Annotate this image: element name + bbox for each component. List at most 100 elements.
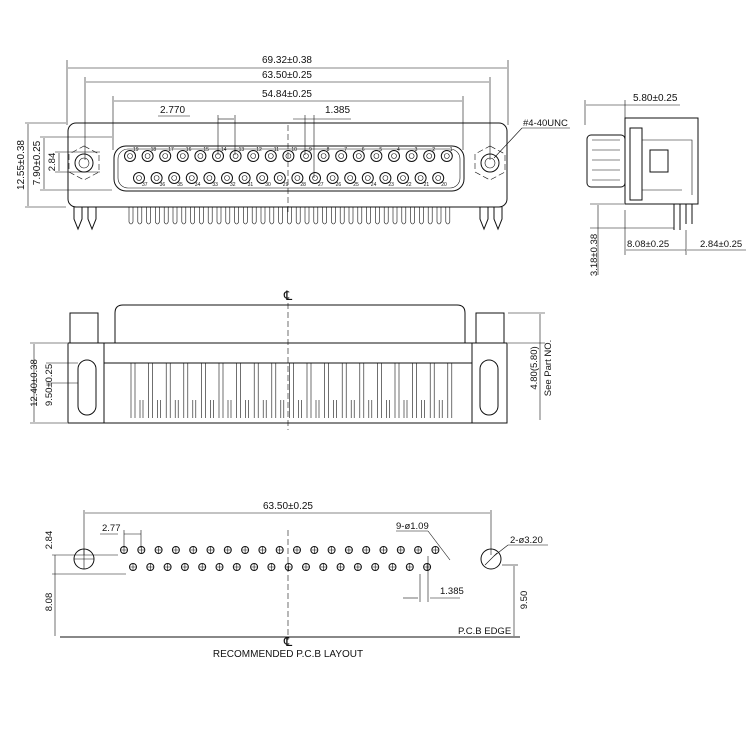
pin-number: 16 <box>186 147 192 153</box>
pin-contact: 6 <box>352 147 365 162</box>
pcb-pin-hole <box>129 563 137 571</box>
pin-tail <box>269 207 275 225</box>
pin-tail <box>401 207 407 225</box>
pcb-pin-hole <box>319 563 328 571</box>
see-part-note: See Part NO. <box>543 340 554 397</box>
pin-contact: 33 <box>203 172 218 188</box>
pcb-dim-edge-row: 8.08 <box>44 593 55 612</box>
pin-contact: 26 <box>326 172 341 188</box>
front-pin-tail <box>306 363 312 418</box>
pin-contact: 35 <box>168 172 183 188</box>
front-pin-tail <box>192 400 197 418</box>
pin-tail <box>216 207 222 225</box>
pin-number: 4 <box>397 147 400 153</box>
pcb-layout-title: RECOMMENDED P.C.B LAYOUT <box>213 649 363 660</box>
pin-contact: 1 <box>440 147 453 162</box>
pcb-pin-hole <box>171 546 180 554</box>
dim-shell-height: 7.90±0.25 <box>32 140 43 185</box>
mount-hole-left <box>68 145 100 181</box>
pin-tail <box>331 207 336 225</box>
pin-contact: 4 <box>388 147 400 162</box>
d-shell <box>113 145 465 192</box>
pin-tail <box>392 207 398 225</box>
pin-number: 1 <box>450 147 453 153</box>
pcb-pin-hole <box>431 546 440 554</box>
front-pin-tail <box>174 400 179 418</box>
pin-contact: 16 <box>176 147 192 162</box>
front-pin-tail <box>394 363 400 418</box>
pin-number: 31 <box>248 182 254 188</box>
pcb-pin-hole <box>310 546 319 554</box>
pin-tail <box>155 207 160 225</box>
front-pin-tail <box>148 363 153 418</box>
pin-contact: 23 <box>379 172 394 188</box>
pin-number: 28 <box>300 182 306 188</box>
pcb-pin-hole <box>215 563 224 571</box>
pin-tail <box>348 207 354 225</box>
pcb-pin-hole <box>198 563 207 571</box>
pcb-edge-label: P.C.B EDGE <box>458 626 511 637</box>
pcb-pin-hole <box>405 563 414 571</box>
pin-contact: 27 <box>309 172 324 188</box>
pin-contact: 13 <box>229 147 244 162</box>
pin-tail <box>251 207 257 225</box>
pcb-pin-hole <box>353 563 362 571</box>
front-pin-tail <box>201 363 206 418</box>
pin-number: 15 <box>203 147 209 153</box>
pin-number: 25 <box>353 182 359 188</box>
pin-tail <box>295 207 301 225</box>
dim-mount: 63.50±0.25 <box>262 70 312 81</box>
pcb-pin-hole <box>379 546 388 554</box>
pin-contact: 17 <box>159 147 174 162</box>
pcb-dim-mount: 63.50±0.25 <box>263 501 313 512</box>
pcb-pin-hole <box>327 546 336 554</box>
pin-tail <box>427 207 433 225</box>
front-pin-tail <box>280 400 285 418</box>
pin-contact: 5 <box>370 147 383 162</box>
front-pin-tail <box>245 400 249 418</box>
pcb-pin-hole <box>120 546 128 554</box>
pin-tail <box>146 207 151 225</box>
pcb-pin-hole <box>414 546 423 554</box>
pin-contact: 28 <box>291 172 306 188</box>
front-pin-tail <box>289 363 294 418</box>
front-shell <box>114 304 466 343</box>
pin-contact: 18 <box>141 147 157 162</box>
dim-pitch: 2.770 <box>160 105 185 116</box>
front-pin-tail <box>165 363 171 418</box>
pin-contact: 32 <box>221 172 236 188</box>
front-pin-tail <box>271 363 277 418</box>
pcb-pin-hole <box>267 563 276 571</box>
pin-tail <box>207 207 213 225</box>
pin-contact: 3 <box>405 147 418 162</box>
pin-tail <box>410 207 415 225</box>
side-body <box>624 117 699 205</box>
front-dim-total: 12.40±0.38 <box>29 359 40 406</box>
pin-contact: 34 <box>185 172 201 188</box>
pcb-mount-hole-right <box>480 548 502 570</box>
pin-contact: 11 <box>264 147 279 162</box>
pcb-pin-hole <box>423 563 432 571</box>
pin-contact: 30 <box>256 172 271 188</box>
pin-number: 12 <box>256 147 262 153</box>
pcb-pin-hole <box>388 563 397 571</box>
pin-number: 29 <box>283 182 289 188</box>
pin-number: 3 <box>415 147 418 153</box>
pcb-pin-hole <box>206 546 215 554</box>
front-pin-tail <box>324 363 329 418</box>
pin-contact: 36 <box>150 172 165 188</box>
pin-number: 37 <box>142 182 148 188</box>
pcb-pin-hole <box>250 563 259 571</box>
pcb-pin-hole <box>154 546 163 554</box>
front-pin-tail <box>298 400 302 418</box>
pcb-layout: 63.50±0.25 2.77 9-ø1.09 2-ø3.20 2.84 8.0… <box>44 501 548 660</box>
side-dim-offset: 8.08±0.25 <box>627 239 669 250</box>
front-pin-tail <box>386 400 390 418</box>
pin-tail <box>163 207 169 225</box>
pin-number: 27 <box>318 182 324 188</box>
pcb-pin-hole <box>396 546 405 554</box>
pcb-pin-hole <box>293 546 301 554</box>
side-dim-row: 2.84±0.25 <box>700 239 742 250</box>
pin-tail <box>260 207 266 225</box>
pin-number: 18 <box>151 147 157 153</box>
